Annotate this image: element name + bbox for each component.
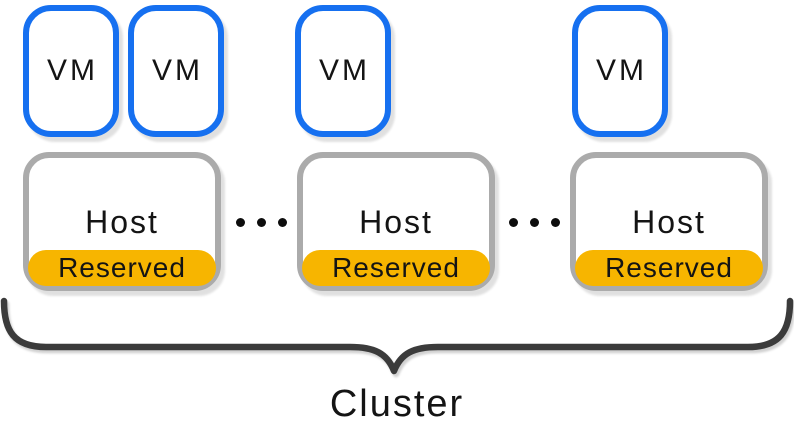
vm-box: VM xyxy=(23,5,119,137)
host-box: Host Reserved xyxy=(297,152,495,291)
ellipsis-dot xyxy=(551,218,560,227)
host-label: Host xyxy=(632,204,706,240)
host-label: Host xyxy=(359,204,433,240)
ellipsis-dot xyxy=(530,218,539,227)
host-box: Host Reserved xyxy=(570,152,768,291)
vm-label: VM xyxy=(319,54,370,87)
ellipsis-icon xyxy=(236,218,287,227)
ellipsis-dot xyxy=(257,218,266,227)
reserved-badge: Reserved xyxy=(302,250,490,286)
cluster-brace-icon xyxy=(0,293,794,383)
host-label: Host xyxy=(85,204,159,240)
reserved-badge: Reserved xyxy=(28,250,216,286)
ellipsis-dot xyxy=(278,218,287,227)
vm-label: VM xyxy=(152,54,203,87)
ellipsis-icon xyxy=(509,218,560,227)
ellipsis-dot xyxy=(509,218,518,227)
vm-label: VM xyxy=(596,54,647,87)
vm-box: VM xyxy=(295,5,391,137)
reserved-badge: Reserved xyxy=(575,250,763,286)
host-box: Host Reserved xyxy=(23,152,221,291)
vm-label: VM xyxy=(47,54,98,87)
cluster-label: Cluster xyxy=(329,383,465,425)
vm-box: VM xyxy=(572,5,668,137)
ellipsis-dot xyxy=(236,218,245,227)
vm-box: VM xyxy=(128,5,224,137)
